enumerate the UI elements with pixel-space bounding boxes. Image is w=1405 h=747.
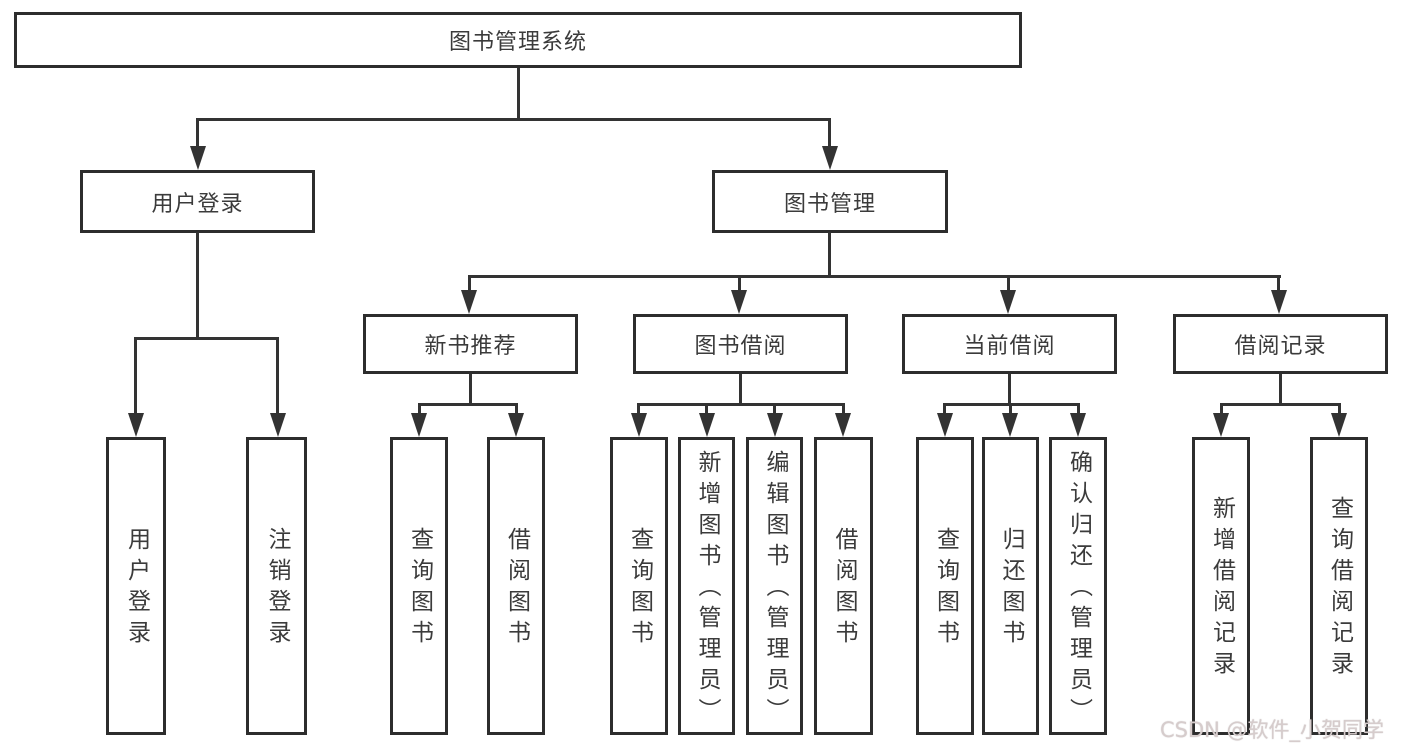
arrowhead-icon (1070, 413, 1086, 437)
arrowhead-icon (128, 413, 144, 437)
leaf-borrow-add-books-admin: 新增图书（管理员） (678, 437, 735, 735)
root-node: 图书管理系统 (14, 12, 1022, 68)
connector-line (515, 403, 518, 415)
arrowhead-icon (508, 413, 524, 437)
arrowhead-icon (1331, 413, 1347, 437)
connector-line (1077, 403, 1080, 415)
arrowhead-icon (835, 413, 851, 437)
connector-line (418, 403, 421, 415)
connector-line (739, 374, 742, 406)
leaf-newbook-query-books: 查询图书 (390, 437, 448, 735)
connector-line (1279, 374, 1282, 406)
connector-line (469, 374, 472, 406)
node-book-borrow: 图书借阅 (633, 314, 848, 374)
arrowhead-icon (270, 413, 286, 437)
arrowhead-icon (461, 290, 477, 314)
connector-line (196, 118, 199, 148)
connector-line (1338, 403, 1341, 415)
connector-line (637, 403, 640, 415)
connector-line (1007, 275, 1010, 292)
connector-line (842, 403, 845, 415)
connector-line (943, 403, 946, 415)
leaf-borrow-edit-books-admin: 编辑图书（管理员） (746, 437, 803, 735)
connector-line (196, 118, 831, 121)
connector-line (468, 275, 471, 292)
connector-line (1220, 403, 1223, 415)
leaf-newbook-borrow-books: 借阅图书 (487, 437, 545, 735)
connector-line (517, 68, 520, 118)
connector-line (134, 337, 137, 415)
node-current-borrow: 当前借阅 (902, 314, 1117, 374)
connector-line (418, 403, 518, 406)
leaf-borrow-borrow-books: 借阅图书 (814, 437, 873, 735)
arrowhead-icon (1002, 413, 1018, 437)
arrowhead-icon (411, 413, 427, 437)
leaf-records-add-record: 新增借阅记录 (1192, 437, 1250, 735)
arrowhead-icon (1213, 413, 1229, 437)
connector-line (468, 275, 1281, 278)
arrowhead-icon (1271, 290, 1287, 314)
arrowhead-icon (731, 290, 747, 314)
arrowhead-icon (699, 413, 715, 437)
leaf-current-query-books: 查询图书 (916, 437, 974, 735)
leaf-logout: 注销登录 (246, 437, 307, 735)
connector-line (1277, 275, 1280, 292)
node-new-book-recommend: 新书推荐 (363, 314, 578, 374)
connector-line (196, 232, 199, 339)
connector-line (637, 403, 845, 406)
connector-line (773, 403, 776, 415)
connector-line (828, 118, 831, 148)
connector-line (705, 403, 708, 415)
arrowhead-icon (822, 146, 838, 170)
watermark: CSDN @软件_小贺同学 (1160, 718, 1385, 742)
node-user-login: 用户登录 (80, 170, 315, 233)
leaf-current-return-books: 归还图书 (982, 437, 1039, 735)
connector-line (1220, 403, 1341, 406)
node-book-management: 图书管理 (712, 170, 948, 233)
arrowhead-icon (631, 413, 647, 437)
connector-line (738, 275, 741, 292)
connector-line (828, 232, 831, 277)
node-borrow-records: 借阅记录 (1173, 314, 1388, 374)
connector-line (276, 337, 279, 415)
arrowhead-icon (1000, 290, 1016, 314)
connector-line (1008, 374, 1011, 406)
arrowhead-icon (767, 413, 783, 437)
arrowhead-icon (190, 146, 206, 170)
leaf-current-confirm-return-admin: 确认归还（管理员） (1049, 437, 1107, 735)
connector-line (134, 337, 279, 340)
leaf-records-query-record: 查询借阅记录 (1310, 437, 1368, 735)
leaf-user-login: 用户登录 (106, 437, 166, 735)
arrowhead-icon (937, 413, 953, 437)
leaf-borrow-query-books: 查询图书 (610, 437, 668, 735)
connector-line (1009, 403, 1012, 415)
